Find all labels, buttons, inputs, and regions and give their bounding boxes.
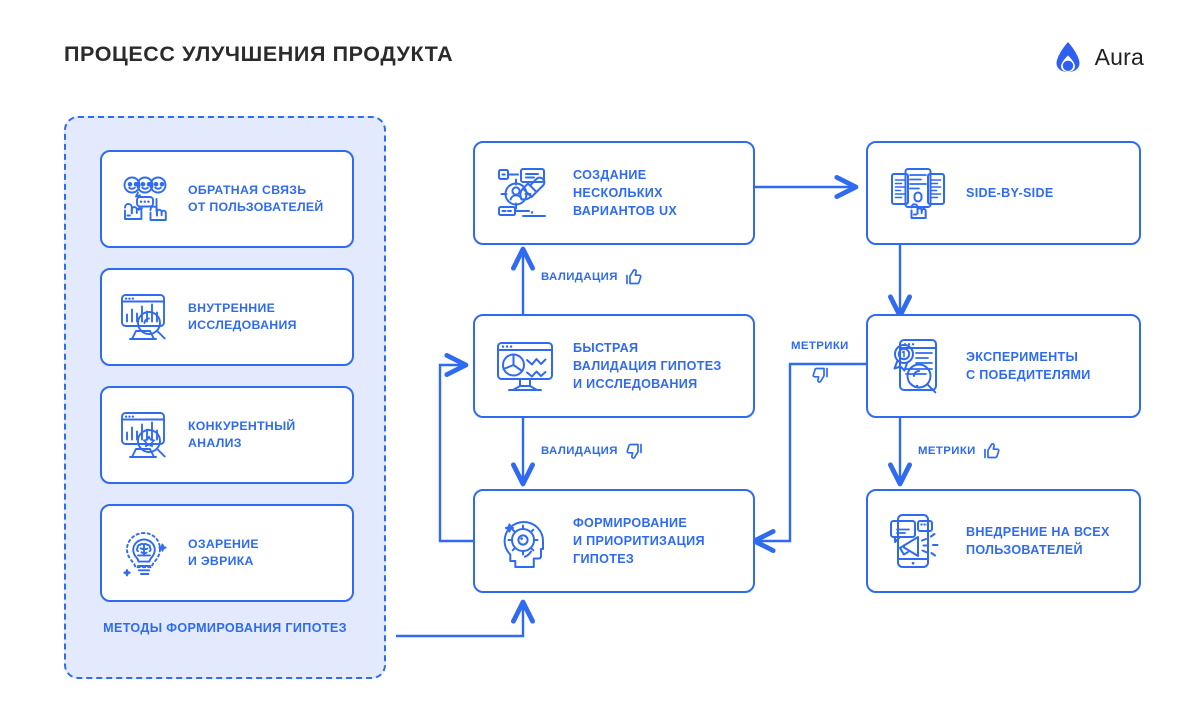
award-document-magnifier-icon bbox=[886, 334, 950, 398]
methods-group: ОБРАТНАЯ СВЯЗЬ ОТ ПОЛЬЗОВАТЕЛЕЙ ВНУТРЕНН… bbox=[64, 116, 386, 679]
method-card-user-feedback[interactable]: ОБРАТНАЯ СВЯЗЬ ОТ ПОЛЬЗОВАТЕЛЕЙ bbox=[100, 150, 354, 248]
lightbulb-brain-icon bbox=[116, 524, 174, 582]
thumbs-up-icon bbox=[625, 268, 642, 285]
thumbs-down-icon bbox=[811, 366, 829, 383]
method-card-label: ВНУТРЕННИЕ ИССЛЕДОВАНИЯ bbox=[188, 300, 297, 332]
user-feedback-icon bbox=[116, 170, 174, 228]
chart-magnifier-star-icon bbox=[116, 406, 174, 464]
flow-box-label: БЫСТРАЯ ВАЛИДАЦИЯ ГИПОТЕЗ И ИССЛЕДОВАНИЯ bbox=[573, 340, 722, 392]
method-card-insight-eureka[interactable]: ОЗАРЕНИЕ И ЭВРИКА bbox=[100, 504, 354, 602]
flow-box-rollout-all-users[interactable]: ВНЕДРЕНИЕ НА ВСЕХ ПОЛЬЗОВАТЕЛЕЙ bbox=[866, 489, 1141, 593]
method-card-label: ОБРАТНАЯ СВЯЗЬ ОТ ПОЛЬЗОВАТЕЛЕЙ bbox=[188, 182, 324, 214]
chart-magnifier-icon bbox=[116, 288, 174, 346]
edge-label-metrics-up: МЕТРИКИ bbox=[918, 442, 1000, 459]
methods-group-caption: МЕТОДЫ ФОРМИРОВАНИЯ ГИПОТЕЗ bbox=[103, 621, 347, 635]
method-card-competitor-analysis[interactable]: КОНКУРЕНТНЫЙ АНАЛИЗ bbox=[100, 386, 354, 484]
edge-hypothesis-to-validation bbox=[438, 353, 473, 543]
thumbs-up-icon bbox=[983, 442, 1000, 459]
method-card-internal-research[interactable]: ВНУТРЕННИЕ ИССЛЕДОВАНИЯ bbox=[100, 268, 354, 366]
flow-box-label: ФОРМИРОВАНИЕ И ПРИОРИТИЗАЦИЯ ГИПОТЕЗ bbox=[573, 515, 705, 567]
edge-label-text: МЕТРИКИ bbox=[791, 340, 849, 352]
flow-box-ux-variants[interactable]: СОЗДАНИЕ НЕСКОЛЬКИХ ВАРИАНТОВ UX bbox=[473, 141, 755, 245]
flow-box-label: ВНЕДРЕНИЕ НА ВСЕХ ПОЛЬЗОВАТЕЛЕЙ bbox=[966, 524, 1110, 557]
method-card-label: КОНКУРЕНТНЫЙ АНАЛИЗ bbox=[188, 418, 296, 450]
thumbs-down-icon bbox=[625, 442, 642, 459]
flow-box-label: ЭКСПЕРИМЕНТЫ С ПОБЕДИТЕЛЯМИ bbox=[966, 349, 1091, 382]
flow-box-fast-validation[interactable]: БЫСТРАЯ ВАЛИДАЦИЯ ГИПОТЕЗ И ИССЛЕДОВАНИЯ bbox=[473, 314, 755, 418]
flow-box-label: SIDE-BY-SIDE bbox=[966, 185, 1054, 200]
phone-megaphone-icon bbox=[886, 509, 950, 573]
edge-label-text: МЕТРИКИ bbox=[918, 444, 976, 457]
head-gear-icon bbox=[493, 509, 557, 573]
flow-box-label: СОЗДАНИЕ НЕСКОЛЬКИХ ВАРИАНТОВ UX bbox=[573, 167, 678, 219]
page-title: ПРОЦЕСС УЛУЧШЕНИЯ ПРОДУКТА bbox=[64, 42, 454, 66]
flow-box-winner-experiments[interactable]: ЭКСПЕРИМЕНТЫ С ПОБЕДИТЕЛЯМИ bbox=[866, 314, 1141, 418]
edge-label-validation-up: ВАЛИДАЦИЯ bbox=[541, 268, 642, 285]
edge-metrics-down-loop bbox=[751, 362, 866, 553]
edge-label-text: ВАЛИДАЦИЯ bbox=[541, 444, 618, 457]
edge-methods-to-hypothesis bbox=[396, 599, 535, 638]
documents-hand-icon bbox=[886, 161, 950, 225]
brand-name: Aura bbox=[1094, 43, 1144, 70]
monitor-analytics-icon bbox=[493, 334, 557, 398]
ux-design-brush-icon bbox=[493, 161, 557, 225]
edge-label-text: ВАЛИДАЦИЯ bbox=[541, 270, 618, 283]
aura-logo-icon bbox=[1051, 40, 1085, 74]
edge-label-validation-down: ВАЛИДАЦИЯ bbox=[541, 442, 642, 459]
flow-box-side-by-side[interactable]: SIDE-BY-SIDE bbox=[866, 141, 1141, 245]
method-card-label: ОЗАРЕНИЕ И ЭВРИКА bbox=[188, 536, 259, 568]
flow-box-hypothesis-forming[interactable]: ФОРМИРОВАНИЕ И ПРИОРИТИЗАЦИЯ ГИПОТЕЗ bbox=[473, 489, 755, 593]
edge-label-metrics-down: МЕТРИКИ bbox=[791, 340, 849, 383]
brand-logo: Aura bbox=[1051, 40, 1144, 74]
